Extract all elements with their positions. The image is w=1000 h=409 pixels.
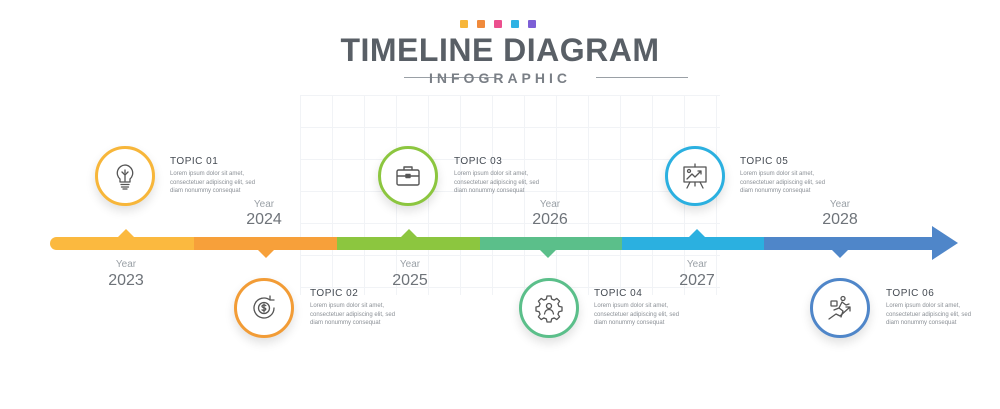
year-2024: 2024 (246, 211, 282, 228)
page-subtitle: INFOGRAPHIC (429, 70, 571, 86)
timeline-pointer-down (540, 250, 556, 258)
topic-06-desc: Lorem ipsum dolor sit amet, consectetuer… (886, 303, 972, 326)
year-2028: 2028 (822, 211, 858, 228)
topic-01-circle (95, 146, 155, 206)
color-dot (477, 20, 485, 28)
timeline-segment (337, 237, 481, 250)
timeline-pointer-up (118, 229, 134, 237)
gear-person-icon (535, 295, 563, 323)
year-label: Year (253, 199, 275, 210)
topic-02-title: TOPIC 02 (310, 288, 359, 299)
lightbulb-icon (116, 164, 134, 190)
color-dot (460, 20, 468, 28)
topic-03-circle (378, 146, 438, 206)
background-grid (300, 95, 720, 295)
topic-04-circle (519, 278, 579, 338)
topic-04-title: TOPIC 04 (594, 288, 643, 299)
topic-01-desc: Lorem ipsum dolor sit amet, consectetuer… (170, 171, 256, 194)
year-2027: 2027 (679, 272, 715, 289)
topic-06-title: TOPIC 06 (886, 288, 935, 299)
timeline-segment (622, 237, 765, 250)
year-label: Year (829, 199, 851, 210)
topic-02-desc: Lorem ipsum dolor sit amet, consectetuer… (310, 303, 396, 326)
topic-01-title: TOPIC 01 (170, 156, 219, 167)
timeline-segment (764, 237, 934, 250)
topic-05-title: TOPIC 05 (740, 156, 789, 167)
timeline-segment (50, 237, 200, 250)
year-label: Year (539, 199, 561, 210)
subtitle-rule-right (596, 77, 688, 78)
topic-05-desc: Lorem ipsum dolor sit amet, consectetuer… (740, 171, 826, 194)
topic-04-desc: Lorem ipsum dolor sit amet, consectetuer… (594, 303, 680, 326)
page-title: TIMELINE DIAGRAM (340, 32, 660, 68)
dollar-chart-icon (253, 295, 275, 319)
presentation-board-icon (683, 163, 707, 189)
topic-03-desc: Lorem ipsum dolor sit amet, consectetuer… (454, 171, 540, 194)
year-2025: 2025 (392, 272, 428, 289)
timeline-pointer-up (401, 229, 417, 237)
year-label: Year (399, 259, 421, 270)
timeline-arrowhead (932, 226, 958, 260)
topic-06-circle (810, 278, 870, 338)
timeline-pointer-down (832, 250, 848, 258)
color-dot (511, 20, 519, 28)
running-man-icon (828, 295, 851, 320)
header-color-dots (0, 20, 1000, 30)
timeline-pointer-down (258, 250, 274, 258)
subtitle-rule-left (404, 77, 496, 78)
color-dot (528, 20, 536, 28)
topic-02-circle (234, 278, 294, 338)
year-2023: 2023 (108, 272, 144, 289)
briefcase-icon (396, 166, 420, 186)
year-2026: 2026 (532, 211, 568, 228)
timeline-pointer-up (689, 229, 705, 237)
topic-03-title: TOPIC 03 (454, 156, 503, 167)
year-label: Year (115, 259, 137, 270)
timeline-segment (194, 237, 338, 250)
timeline-segment (480, 237, 623, 250)
color-dot (494, 20, 502, 28)
year-label: Year (686, 259, 708, 270)
topic-05-circle (665, 146, 725, 206)
